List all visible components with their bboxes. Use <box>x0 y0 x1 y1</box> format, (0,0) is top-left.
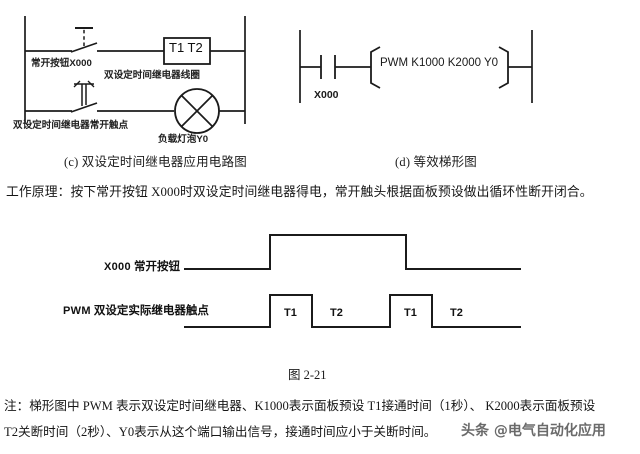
timing-label-x000: X000 常开按钮 <box>104 258 180 274</box>
relay-no-contact-label: 双设定时间继电器常开触点 <box>13 120 129 131</box>
timing-label-x000-cn: 常开按钮 <box>133 261 180 273</box>
timing-diagram-svg <box>184 234 521 328</box>
pushbutton-blade <box>70 42 98 53</box>
timing-label-x000-bold: X000 <box>104 261 131 273</box>
instruction-bracket-left <box>370 46 381 89</box>
timing-label-pwm-bold: PWM <box>63 305 91 317</box>
timing-label-pwm: PWM 双设定实际继电器触点 <box>63 302 209 318</box>
circuit-diagram-c: T1 T2 <box>14 8 276 140</box>
waveform-pwm <box>184 294 521 328</box>
relay-coil-box-text: T1 T2 <box>169 40 203 55</box>
timing-diagram <box>176 226 536 331</box>
lamp-cross-b <box>180 94 214 128</box>
pushbutton-label: 常开按钮X000 <box>31 58 92 69</box>
timing-marker-t2-second: T2 <box>450 307 463 319</box>
ladder-contact-address: X000 <box>314 89 339 101</box>
ladder-diagram-d <box>292 25 542 115</box>
figure-number: 图 2-21 <box>288 368 327 382</box>
waveform-x000 <box>184 234 521 270</box>
lamp-label: 负载灯泡Y0 <box>158 134 209 145</box>
contact-link-tick-left <box>73 80 81 88</box>
relay-coil-caption: 双设定时间继电器线圈 <box>104 70 200 81</box>
note-line-2: T2关断时间（2秒）、Y0表示从这个端口输出信号，接通时间应小于关断时间。 <box>4 425 437 439</box>
watermark-text: 头条 @电气自动化应用 <box>461 423 606 439</box>
no-contact-blade <box>70 102 98 113</box>
note-line-1: 注：梯形图中 PWM 表示双设定时间继电器、K1000表示面板预设 T1接通时间… <box>4 399 596 413</box>
timing-marker-t2-first: T2 <box>330 307 343 319</box>
ladder-instruction-text: PWM K1000 K2000 Y0 <box>380 57 499 69</box>
timing-marker-t1-first: T1 <box>284 307 297 319</box>
working-principle-text: 工作原理：按下常开按钮 X000时双设定时间继电器得电，常开触头根据面板预设做出… <box>6 185 593 199</box>
instruction-bracket-right <box>498 46 509 89</box>
caption-c: (c) 双设定时间继电器应用电路图 <box>64 155 247 169</box>
timing-label-pwm-cn: 双设定实际继电器触点 <box>93 305 209 317</box>
contact-link-tick-right <box>87 80 95 88</box>
caption-d: (d) 等效梯形图 <box>395 155 478 169</box>
ladder-d-svg <box>299 30 533 103</box>
timing-marker-t1-second: T1 <box>404 307 417 319</box>
circuit-c-svg <box>24 16 246 134</box>
